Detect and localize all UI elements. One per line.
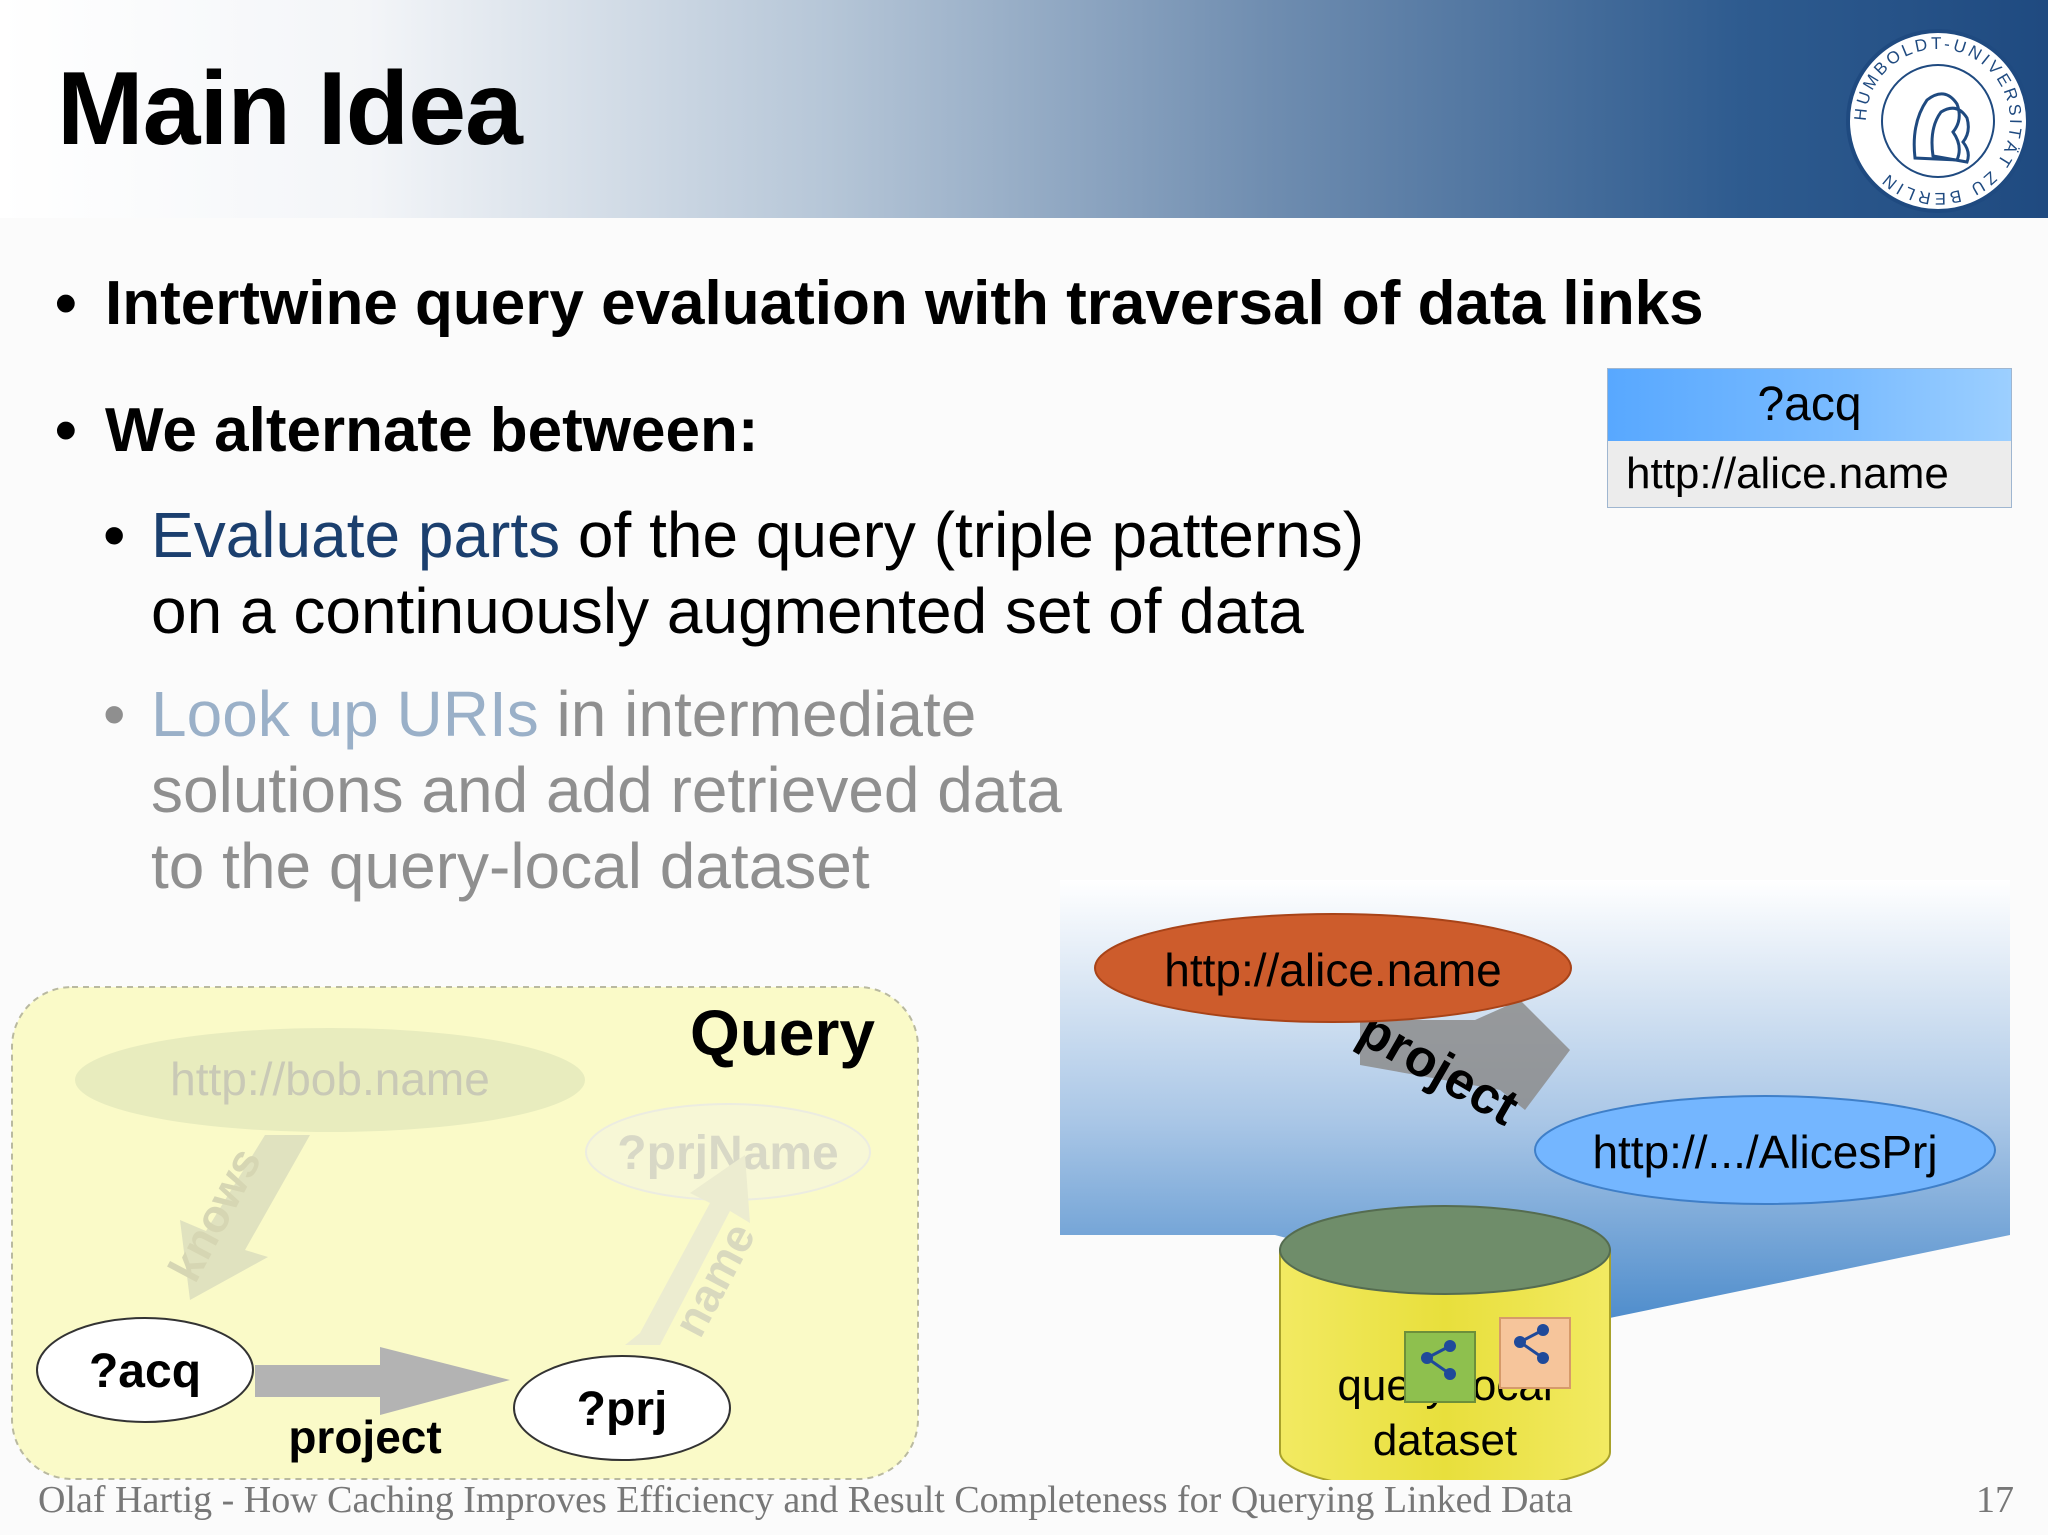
sub-bullet-evaluate: • Evaluate parts of the query (triple pa… (103, 499, 1365, 647)
query-diagram: Query http://bob.name ?prjName knows nam… (11, 986, 919, 1480)
slide-title: Main Idea (57, 51, 523, 167)
result-value: http://alice.name (1608, 441, 2011, 507)
acq-node-label: ?acq (89, 1345, 201, 1398)
bob-node-label: http://bob.name (170, 1053, 490, 1105)
cylinder-label-line2: dataset (1373, 1416, 1517, 1465)
prj-node-label: ?prj (577, 1383, 668, 1436)
prj-node (513, 1355, 731, 1461)
green-document-icon (1404, 1331, 1476, 1403)
name-arrow (625, 1155, 750, 1345)
sub-bullet-lookup: • Look up URIs in intermediate solutions… (103, 678, 1062, 902)
query-title: Query (690, 997, 875, 1069)
bullet-intertwine: •Intertwine query evaluation with traver… (55, 269, 1704, 338)
university-seal-logo: HUMBOLDT-UNIVERSITÄT ZU BERLIN (1846, 29, 2030, 213)
orange-document-icon (1499, 1317, 1571, 1389)
page-number: 17 (1976, 1479, 2014, 1521)
project-arrow (1360, 1000, 1570, 1110)
result-table: ?acq http://alice.name (1607, 368, 2012, 508)
acq-node (36, 1317, 254, 1423)
data-diagram: project http://alice.name http://.../Ali… (1060, 880, 2010, 1480)
project-query-label: project (288, 1411, 441, 1463)
alicesprj-node-label: http://.../AlicesPrj (1592, 1126, 1937, 1178)
result-header: ?acq (1608, 369, 2011, 441)
lookup-highlight: Look up URIs (151, 678, 539, 750)
footer-text: Olaf Hartig - How Caching Improves Effic… (38, 1479, 1573, 1521)
bob-node (75, 1028, 585, 1132)
project-query-arrow (255, 1347, 510, 1415)
alice-node (1094, 913, 1572, 1023)
slide-header (0, 0, 2048, 218)
evaluate-highlight: Evaluate parts (151, 499, 561, 571)
knows-arrow (180, 1135, 310, 1300)
alicesprj-node (1534, 1095, 1996, 1205)
bullet-alternate: •We alternate between: (55, 396, 759, 465)
alice-node-label: http://alice.name (1164, 944, 1502, 996)
